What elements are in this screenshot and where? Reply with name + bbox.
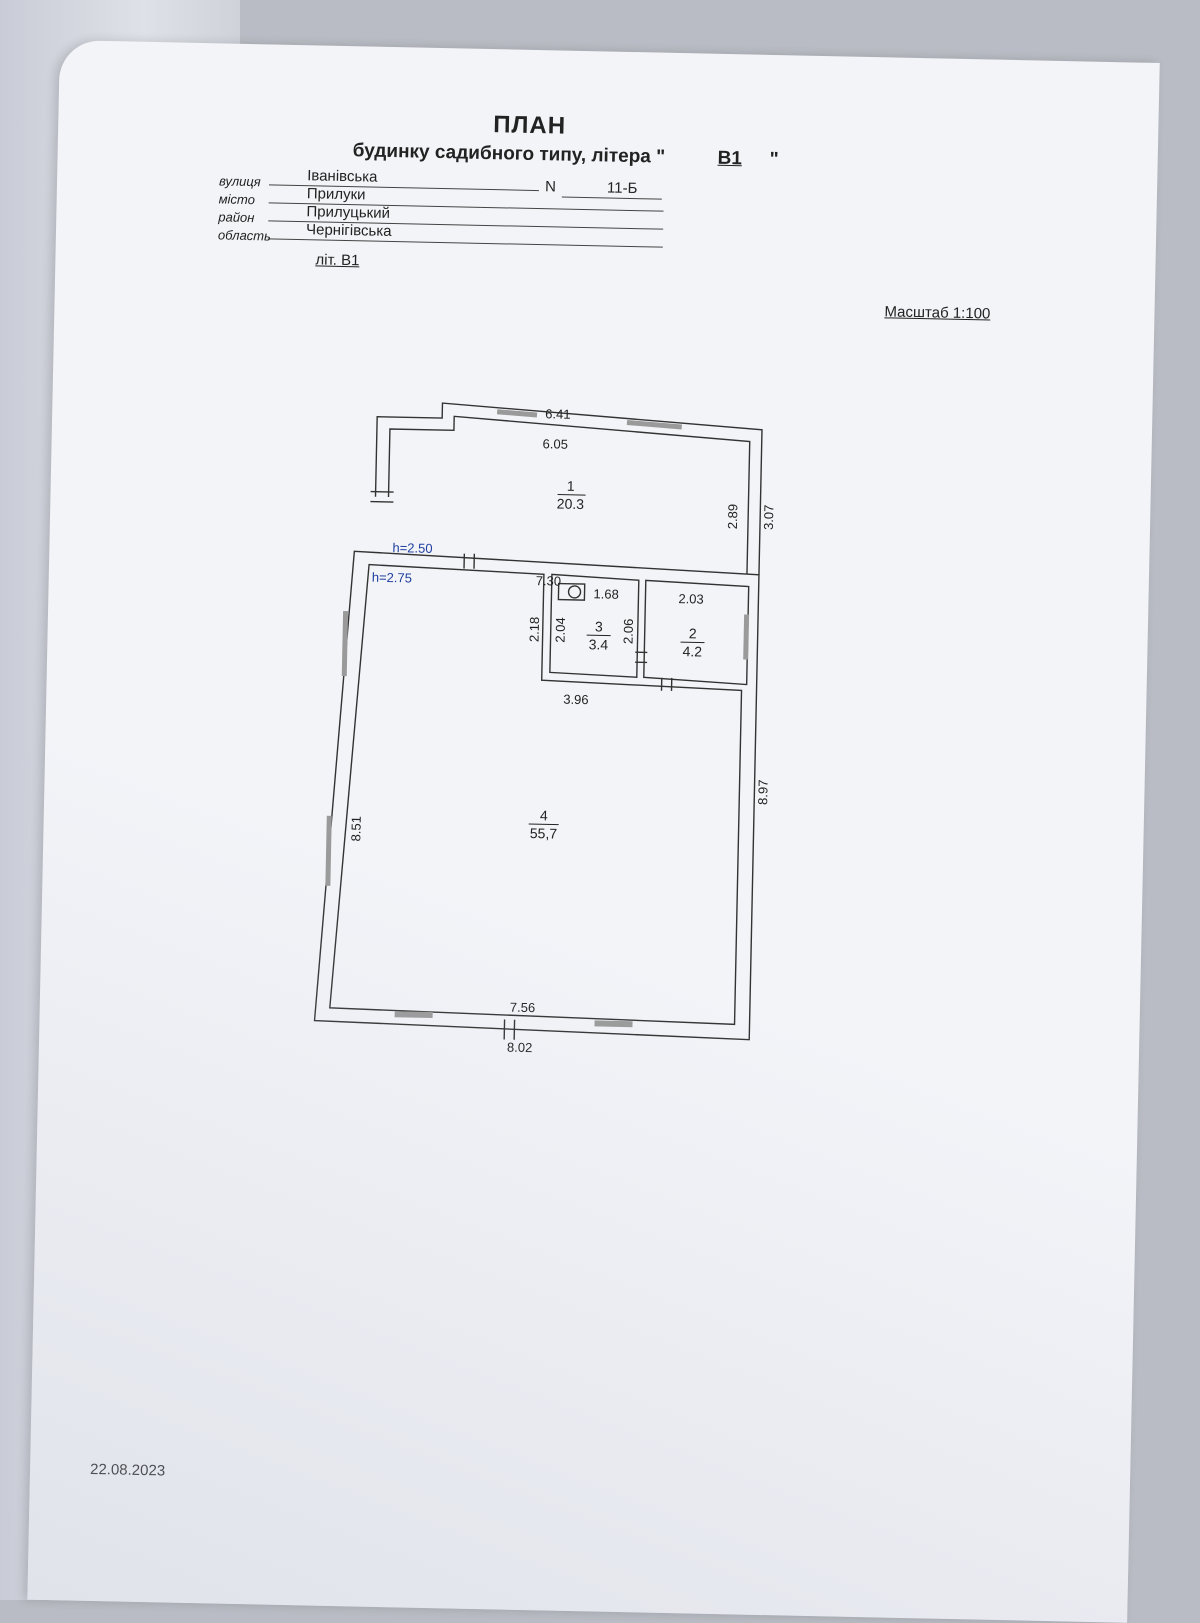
window-bottom-right [594, 1020, 633, 1028]
district-label: район [218, 209, 255, 226]
street-value: Іванівська [307, 167, 378, 186]
room1-outer-wall [374, 402, 763, 575]
room4-number: 4 [540, 807, 548, 823]
height-main: h=2.75 [372, 570, 412, 586]
room2-walls [643, 579, 750, 686]
toilet-bowl-icon [567, 585, 582, 599]
dim-bath-right: 2.06 [620, 619, 636, 645]
dim-top-inner: 6.05 [542, 436, 568, 452]
letter-close-quote: " [769, 148, 779, 171]
door-marker-room2 [660, 677, 673, 691]
scale-label: Масштаб 1:100 [884, 303, 991, 323]
number-underline [561, 196, 662, 200]
dim-bath-left-outer: 2.18 [526, 617, 542, 643]
dim-bottom-outer: 8.02 [507, 1040, 533, 1056]
dim-bath-left-inner: 2.04 [552, 617, 568, 643]
window-left-upper [341, 611, 349, 677]
door-marker-left [370, 490, 394, 503]
district-value: Прилуцький [306, 203, 391, 222]
document-subtitle: будинку садибного типу, літера " [352, 140, 666, 168]
dim-top-outer: 6.41 [545, 406, 571, 422]
dim-mid-wall: 7.30 [536, 573, 562, 589]
lit-label: літ. В1 [315, 251, 360, 270]
door-marker-bath [635, 651, 648, 664]
main-inner-wall [329, 563, 743, 1026]
number-label: N [544, 178, 557, 196]
document-sheet: ПЛАН будинку садибного типу, літера " В1… [27, 40, 1160, 1623]
window-top-left [496, 409, 538, 418]
building-letter: В1 [717, 147, 743, 170]
dim-bath-top: 1.68 [593, 586, 619, 602]
region-value: Чернігівська [305, 221, 392, 240]
dim-bottom-inner: 7.56 [510, 1000, 536, 1016]
region-label: область [217, 227, 272, 244]
window-bottom-left [394, 1011, 433, 1019]
dim-right-wall: 8.97 [755, 779, 771, 805]
dim-room2-top: 2.03 [678, 591, 704, 607]
room3-area: 3.4 [589, 636, 609, 652]
dim-room2-bottom: 3.96 [563, 692, 589, 708]
room2-number: 2 [689, 625, 697, 641]
floor-plan: 6.41 6.05 7.30 1.68 2.03 3.96 7.56 8.02 … [313, 402, 776, 1055]
number-value: 11-Б [606, 179, 638, 198]
city-label: місто [218, 191, 256, 208]
door-marker-bottom [503, 1019, 516, 1040]
document-title: ПЛАН [493, 111, 567, 140]
room2-area: 4.2 [682, 643, 702, 659]
height-top-room: h=2.50 [392, 540, 432, 556]
window-left-lower [325, 815, 332, 886]
street-label: вулиця [218, 173, 261, 190]
room1-number: 1 [567, 478, 575, 494]
room1-inner-wall [387, 415, 751, 575]
city-value: Прилуки [306, 185, 366, 204]
room4-area: 55,7 [530, 825, 558, 842]
region-underline [267, 238, 663, 248]
dim-left-wall: 8.51 [348, 816, 364, 842]
window-right [743, 614, 750, 660]
door-marker-mid [463, 553, 476, 569]
dim-room1-right-inner: 2.89 [725, 504, 741, 530]
room1-area: 20.3 [557, 496, 585, 513]
document-date: 22.08.2023 [89, 1460, 166, 1480]
toilet-icon [557, 582, 586, 601]
room3-number: 3 [595, 618, 603, 634]
window-top-right [626, 419, 682, 430]
dim-room1-right-outer: 3.07 [761, 504, 777, 530]
room3-walls [549, 573, 640, 678]
